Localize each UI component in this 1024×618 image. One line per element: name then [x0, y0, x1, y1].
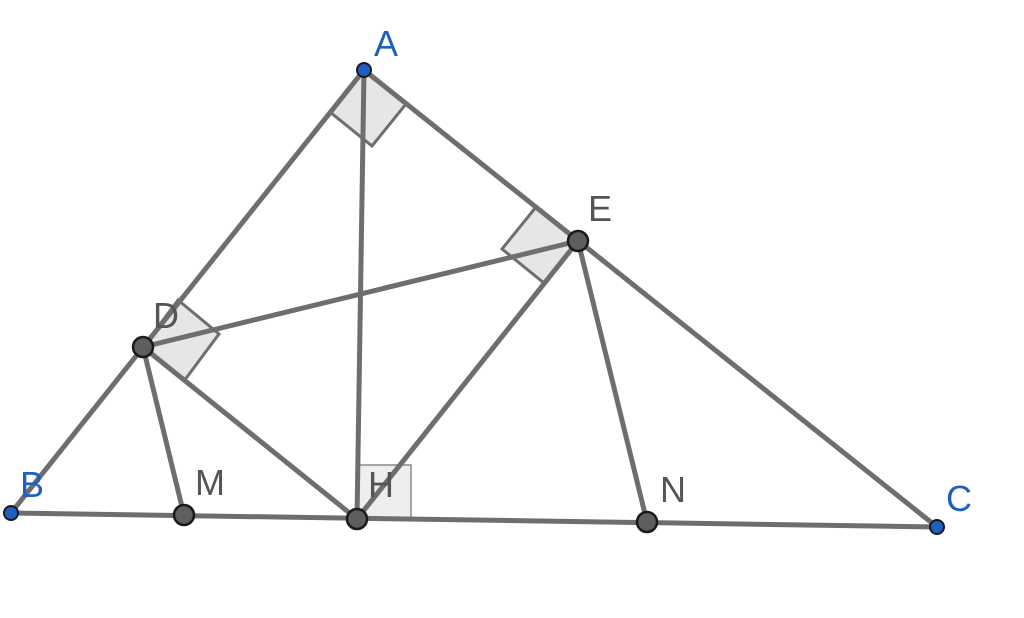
segment-he — [354, 238, 581, 522]
point-h[interactable] — [345, 507, 369, 531]
segment-de — [140, 238, 581, 350]
points — [3, 62, 945, 535]
segment-hd — [140, 344, 360, 522]
label-e: E — [588, 188, 612, 229]
label-h: H — [368, 464, 394, 505]
segment-en — [575, 238, 650, 525]
label-c: C — [946, 478, 972, 519]
point-e[interactable] — [566, 229, 590, 253]
label-a: A — [374, 23, 398, 64]
label-m: M — [195, 462, 225, 503]
label-b: B — [20, 464, 44, 505]
point-b[interactable] — [3, 505, 19, 521]
segment-dm — [140, 344, 187, 518]
labels: A B C D E H M N — [20, 23, 972, 519]
segments — [8, 67, 940, 530]
segment-ac — [361, 67, 940, 530]
point-c[interactable] — [929, 519, 945, 535]
segment-bc — [8, 510, 940, 530]
label-d: D — [153, 295, 179, 336]
point-a[interactable] — [356, 62, 372, 78]
segment-ab — [8, 67, 367, 516]
right-angle-marker-a — [327, 67, 409, 149]
label-n: N — [660, 469, 686, 510]
point-m[interactable] — [172, 503, 196, 527]
point-d[interactable] — [131, 335, 155, 359]
point-n[interactable] — [635, 510, 659, 534]
